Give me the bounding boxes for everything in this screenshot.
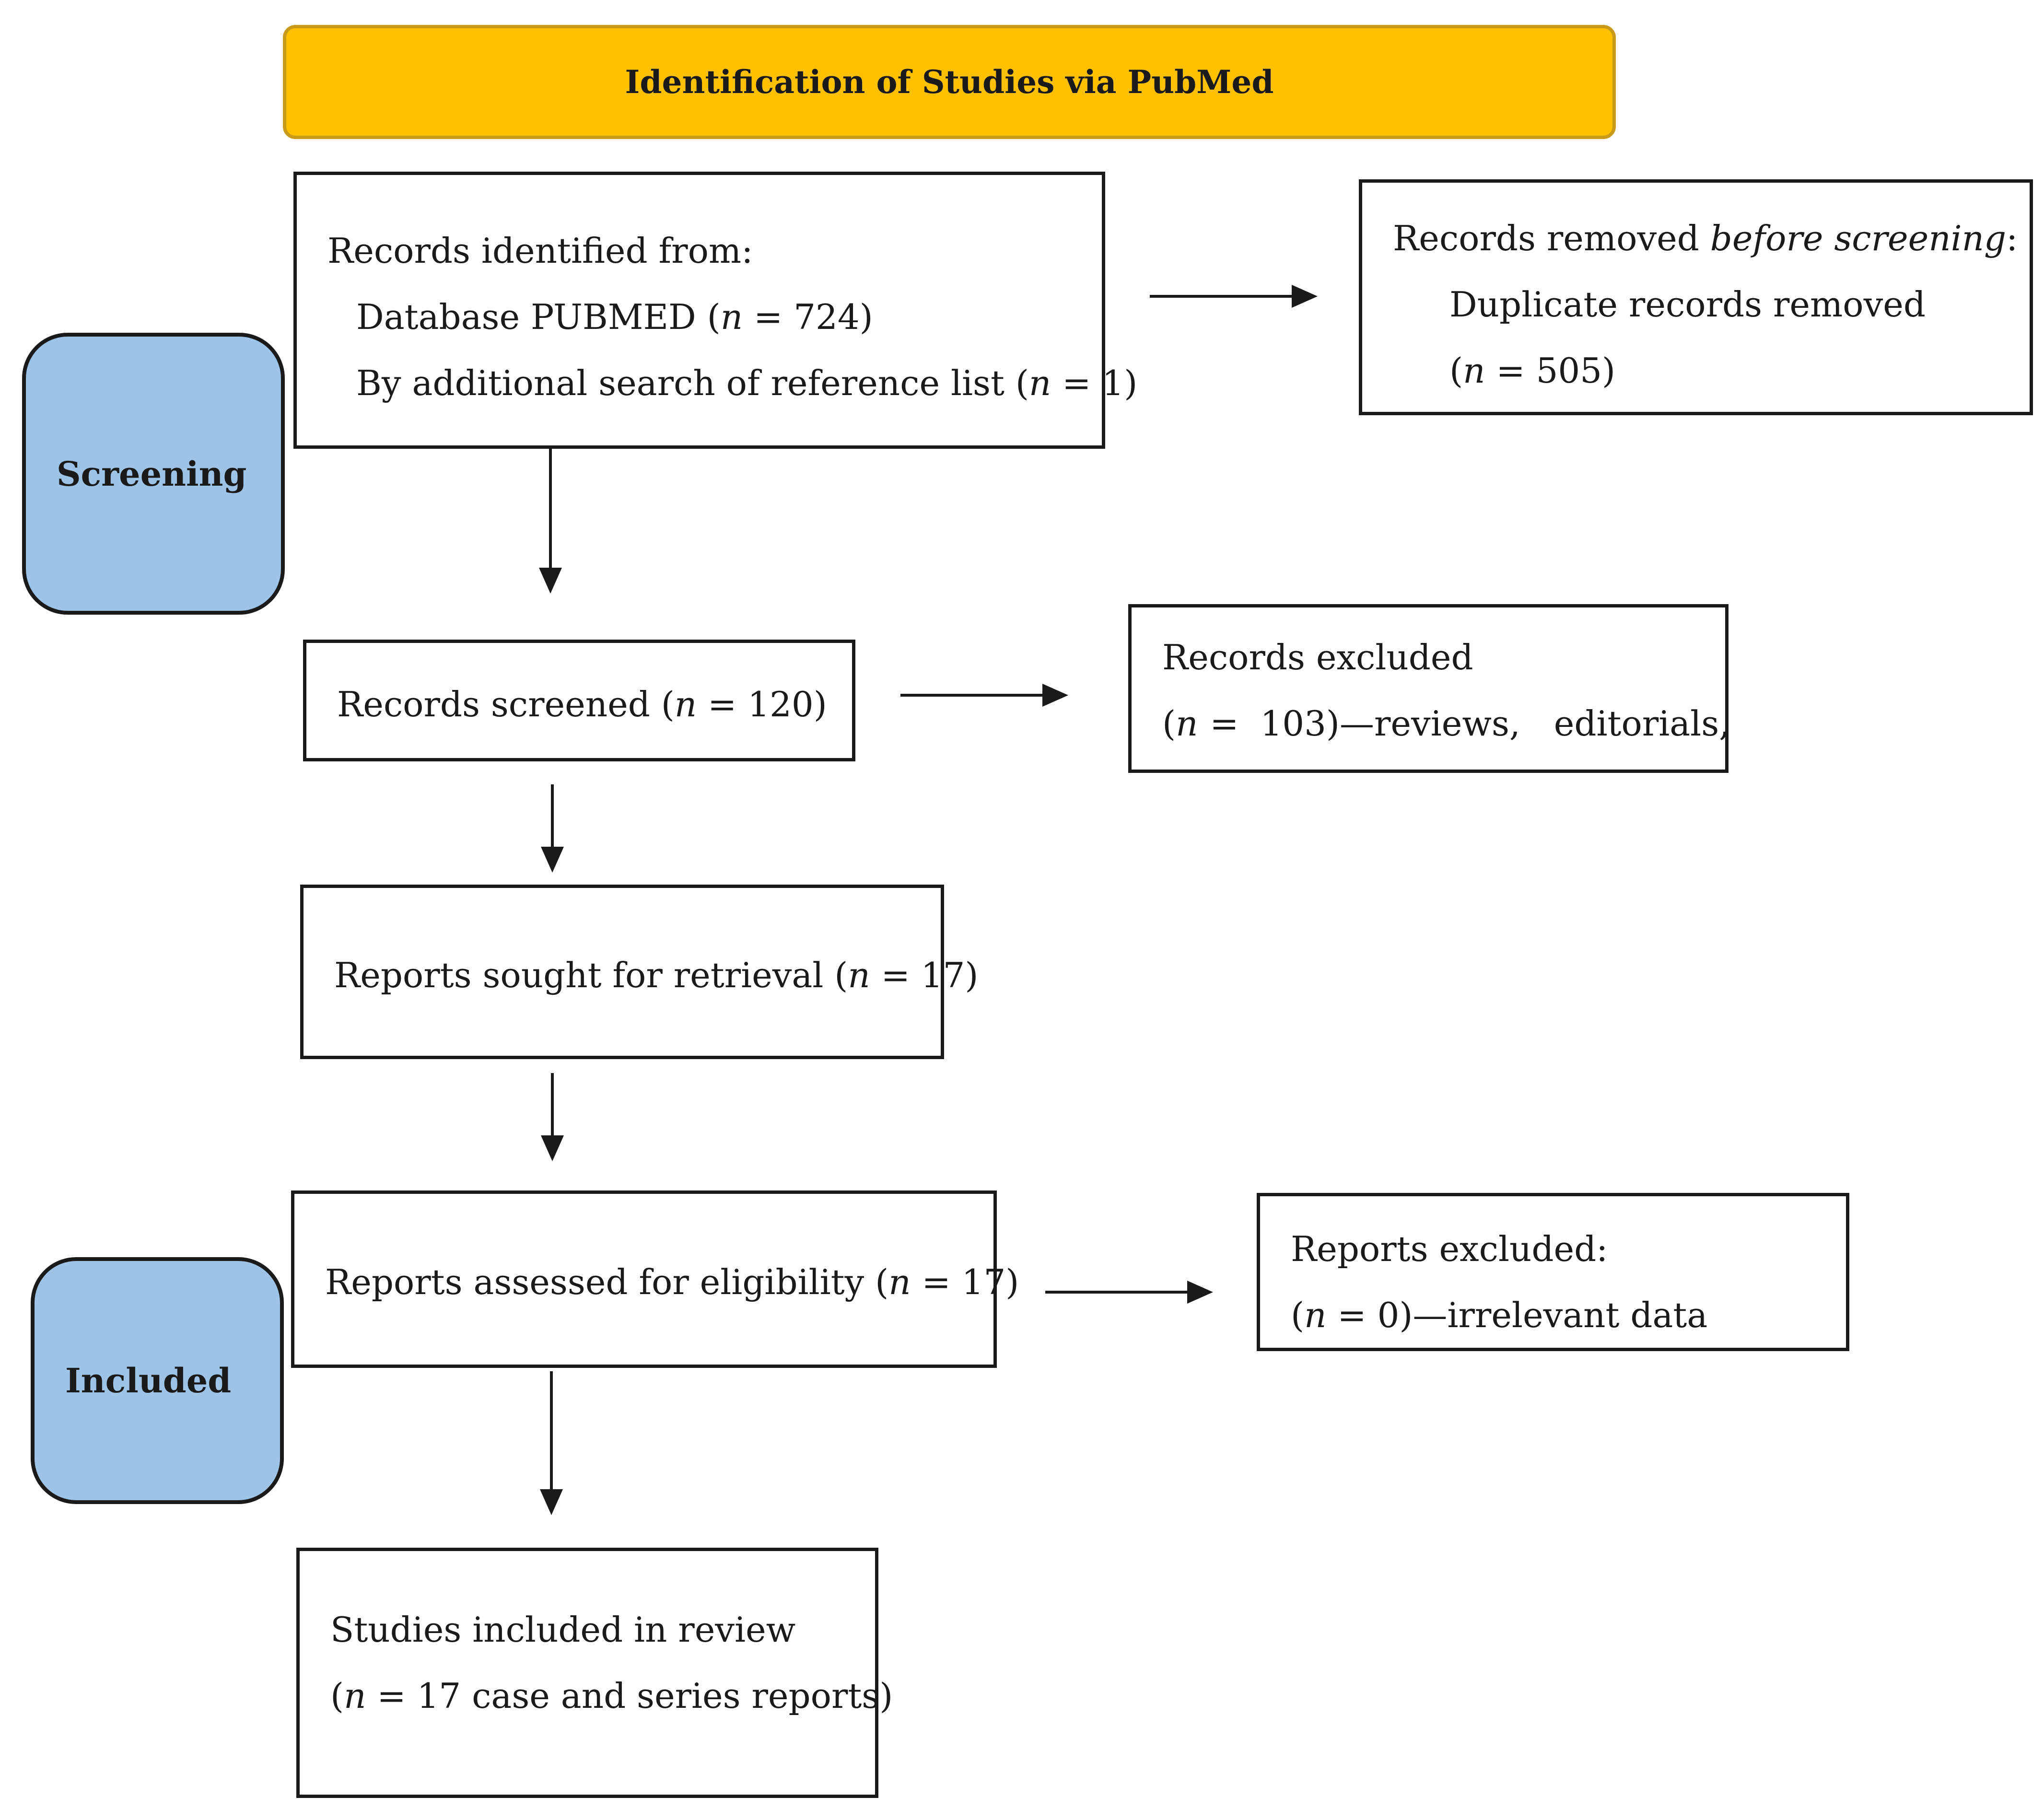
studies-included-heading: Studies included in review xyxy=(330,1610,796,1650)
arrowhead-6 xyxy=(1042,684,1068,707)
duplicates-count-line: (n = 505) xyxy=(1449,350,1616,391)
database-pubmed-line: Database PUBMED (n = 724) xyxy=(356,297,873,337)
reports-sought-text: Reports sought for retrieval (n = 17) xyxy=(334,955,979,995)
records-screened-text: Records screened (n = 120) xyxy=(337,684,827,724)
reference-list-line: By additional search of reference list (… xyxy=(356,363,1138,403)
records-identified-heading: Records identified from: xyxy=(327,231,753,271)
arrowhead-1 xyxy=(539,568,562,594)
header-banner: Identification of Studies via PubMed xyxy=(283,25,1616,139)
records-removed-heading: Records removed before screening: xyxy=(1393,218,2018,258)
arrowhead-4 xyxy=(540,1489,563,1515)
phase-screening-label: Screening xyxy=(57,454,247,494)
arrowhead-5 xyxy=(1292,285,1318,308)
reports-assessed-text: Reports assessed for eligibility (n = 17… xyxy=(325,1262,1019,1302)
header-title: Identification of Studies via PubMed xyxy=(625,63,1274,101)
reports-sought-box: Reports sought for retrieval (n = 17) xyxy=(300,885,979,1059)
duplicates-removed-line: Duplicate records removed xyxy=(1449,284,1926,325)
arrowhead-7 xyxy=(1187,1281,1213,1304)
phase-included-label: Included xyxy=(65,1361,232,1401)
studies-included-count: (n = 17 case and series reports) xyxy=(330,1676,893,1716)
arrowhead-2 xyxy=(541,847,564,873)
records-screened-box: Records screened (n = 120) xyxy=(303,640,855,761)
records-removed-box: Records removed before screening: Duplic… xyxy=(1359,179,2033,415)
reports-assessed-box: Reports assessed for eligibility (n = 17… xyxy=(291,1190,1019,1368)
records-excluded-heading: Records excluded xyxy=(1162,637,1473,677)
arrowhead-3 xyxy=(541,1135,564,1161)
reports-excluded-box: Reports excluded: (n = 0)—irrelevant dat… xyxy=(1257,1193,1849,1351)
reports-excluded-count: (n = 0)—irrelevant data xyxy=(1291,1295,1708,1335)
records-identified-box: Records identified from: Database PUBMED… xyxy=(293,172,1137,449)
phase-screening: Screening xyxy=(22,333,285,615)
reports-excluded-heading: Reports excluded: xyxy=(1291,1229,1608,1269)
records-excluded-box: Records excluded (n=103)—reviews,editori… xyxy=(1128,604,1730,773)
studies-included-box: Studies included in review (n = 17 case … xyxy=(296,1548,893,1798)
phase-included: Included xyxy=(31,1257,284,1504)
records-excluded-count: (n=103)—reviews,editorials, xyxy=(1162,703,1730,744)
